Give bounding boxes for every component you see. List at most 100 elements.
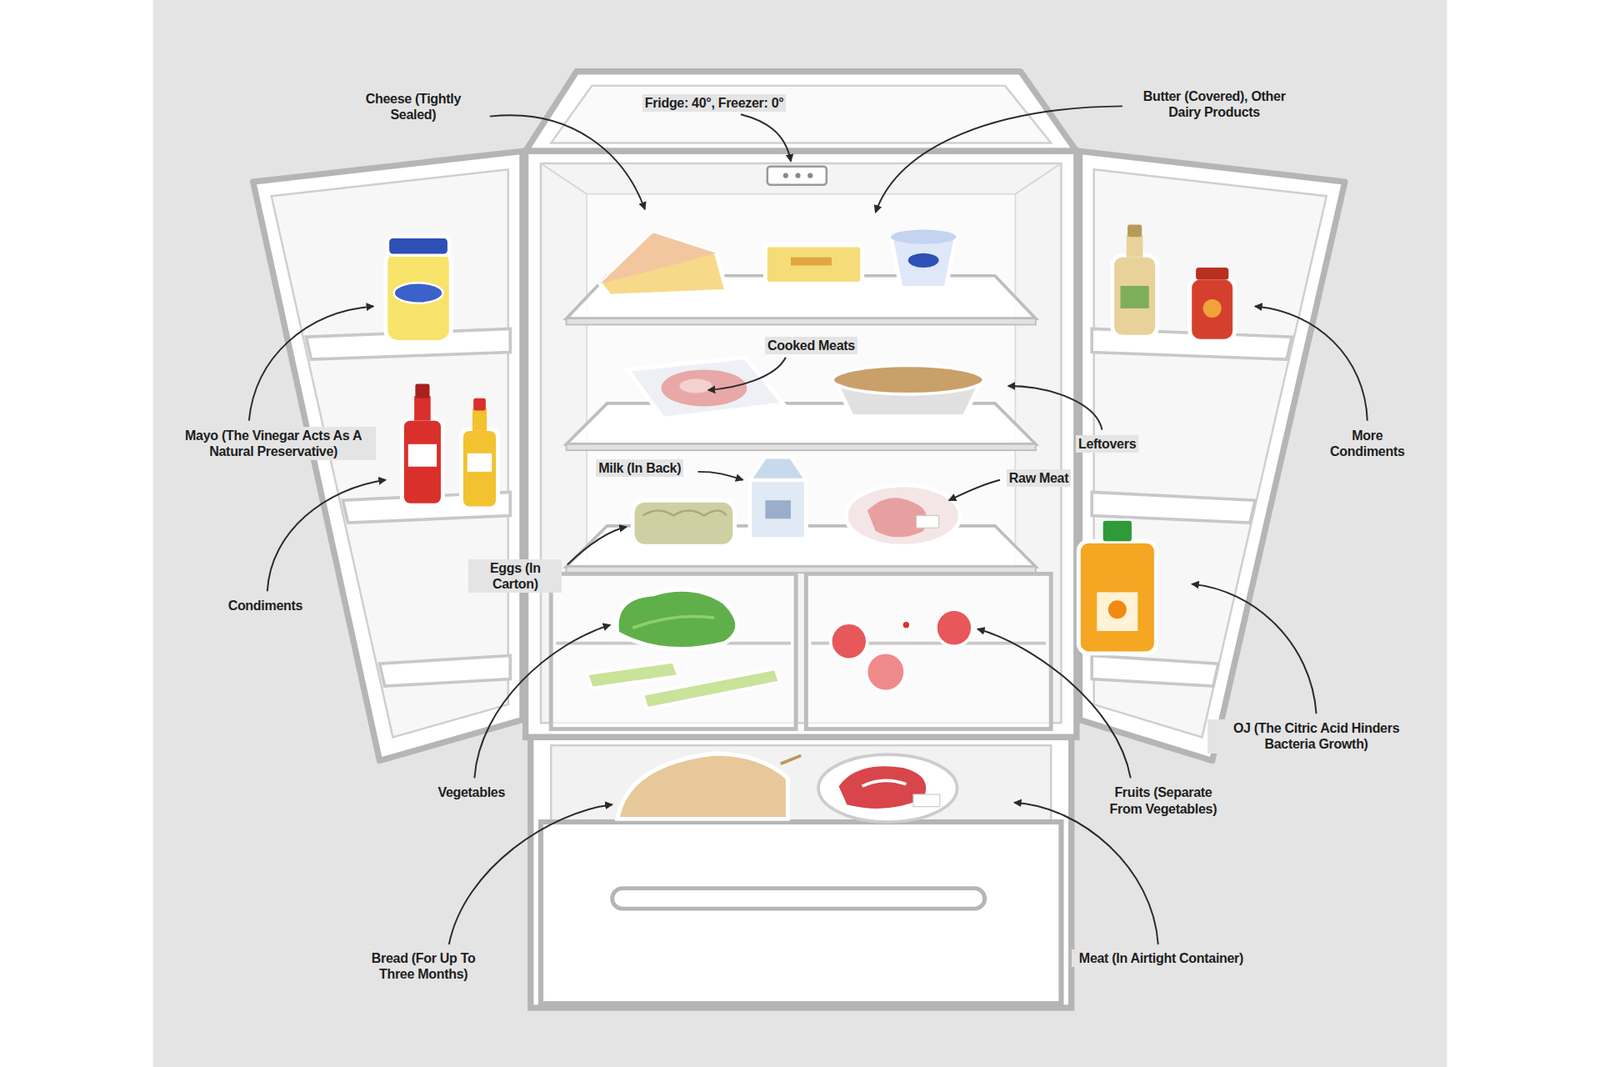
- leader-lines: [708, 357, 786, 390]
- celery: [642, 668, 780, 709]
- salsa-jar: [1190, 277, 1235, 341]
- ketchup-bottle: [401, 418, 443, 505]
- ketchup-bottle: [415, 384, 430, 399]
- leader-lines: [490, 115, 645, 210]
- cheese-wedge: [600, 232, 717, 284]
- dressing-bottle: [1120, 285, 1149, 309]
- dressing-bottle: [1127, 224, 1142, 237]
- ketchup-bottle: [414, 395, 431, 420]
- butter-stick: [790, 257, 832, 266]
- callout-label: More Condiments: [1319, 426, 1415, 460]
- callout-label: Butter (Covered), Other Dairy Products: [1129, 87, 1300, 121]
- fridge-body: [795, 173, 800, 179]
- frozen-steak: [818, 754, 958, 822]
- mayo-jar: [385, 236, 451, 342]
- callout-label: Raw Meat: [1006, 469, 1071, 487]
- freezer-drawer: [550, 745, 1051, 822]
- cheese-wedge: [600, 232, 727, 296]
- milk-carton: [750, 480, 806, 540]
- callout-label: Eggs (In Carton): [468, 559, 562, 593]
- callout-label: Bread (For Up To Three Months): [355, 949, 493, 983]
- celery: [586, 661, 679, 689]
- apples: [830, 622, 868, 660]
- fridge-body: [1015, 163, 1061, 195]
- cheese-wedge: [600, 232, 727, 296]
- dressing-bottle: [1112, 224, 1158, 337]
- ketchup-bottle: [401, 384, 443, 506]
- leader-lines: [249, 105, 1368, 945]
- apples: [903, 621, 910, 628]
- leader-lines: [698, 471, 744, 480]
- leader-lines: [1014, 802, 1159, 945]
- apples: [935, 609, 973, 646]
- mayo-jar: [387, 236, 449, 255]
- egg-carton: [642, 510, 726, 515]
- butter-stick: [765, 245, 862, 285]
- leader-lines: [740, 114, 791, 161]
- fridge-body: [805, 573, 1051, 729]
- leader-lines: [1191, 584, 1316, 715]
- fridge-body: [566, 318, 1036, 325]
- mustard-bottle: [467, 453, 492, 472]
- frozen-steak: [913, 794, 940, 807]
- apples: [830, 609, 973, 691]
- callout-label: Meat (In Airtight Container): [1071, 949, 1251, 967]
- orange-juice-carton: [1101, 519, 1133, 542]
- fridge-body: [586, 194, 1015, 572]
- orange-juice-carton: [1096, 591, 1138, 631]
- callout-label: Condiments: [225, 596, 305, 615]
- leader-lines: [474, 625, 610, 779]
- orange-juice-carton: [1078, 519, 1156, 653]
- egg-carton: [632, 500, 735, 546]
- mustard-bottle: [472, 408, 487, 431]
- frozen-steak: [862, 780, 907, 786]
- cooked-meats: [627, 357, 784, 419]
- callout-label: Cheese (Tightly Sealed): [342, 90, 485, 124]
- callout-label: Fridge: 40°, Freezer: 0°: [642, 94, 787, 112]
- left-door: [380, 655, 511, 686]
- mayo-jar: [394, 282, 444, 303]
- cooked-meats: [660, 369, 747, 406]
- leader-lines: [249, 305, 374, 420]
- leader-lines: [449, 804, 613, 945]
- bread-loaf: [617, 753, 788, 819]
- leader-lines: [1008, 385, 1103, 430]
- freezer-drawer: [530, 736, 1072, 1008]
- mustard-bottle: [473, 398, 486, 411]
- leader-lines: [875, 105, 1123, 212]
- milk-carton: [750, 457, 806, 480]
- leftovers-dish: [832, 365, 984, 417]
- fridge-body: [525, 71, 1077, 152]
- lettuce: [616, 589, 738, 649]
- raw-meat-tray: [845, 485, 960, 546]
- raw-meat-tray: [916, 515, 940, 529]
- fridge-body: [550, 573, 796, 729]
- fridge-body: [566, 444, 1036, 450]
- fridge-body: [525, 71, 1077, 738]
- bread-loaf: [617, 753, 801, 819]
- leader-lines: [567, 526, 627, 565]
- apples: [866, 652, 906, 692]
- yogurt-cup: [890, 230, 956, 289]
- yogurt-cup: [890, 236, 956, 288]
- ketchup-bottle: [408, 444, 437, 467]
- fridge-body: [550, 85, 1051, 144]
- salsa-jar: [1195, 267, 1229, 280]
- frozen-steak: [818, 754, 958, 822]
- leader-lines: [267, 480, 386, 592]
- right-door: [1080, 150, 1345, 760]
- callout-label: Cooked Meats: [765, 336, 858, 355]
- salsa-jar: [1190, 267, 1235, 341]
- right-door: [1080, 150, 1345, 760]
- callout-label: Mayo (The Vinegar Acts As A Natural Pres…: [171, 426, 376, 460]
- freezer-drawer: [540, 821, 1061, 1004]
- leftovers-dish: [832, 365, 984, 395]
- orange-juice-carton: [1108, 600, 1127, 619]
- bread-loaf: [780, 755, 801, 764]
- callout-label: Leftovers: [1075, 435, 1139, 453]
- raw-meat-tray: [845, 485, 960, 546]
- cooked-meats: [680, 378, 713, 393]
- dressing-bottle: [1112, 255, 1158, 337]
